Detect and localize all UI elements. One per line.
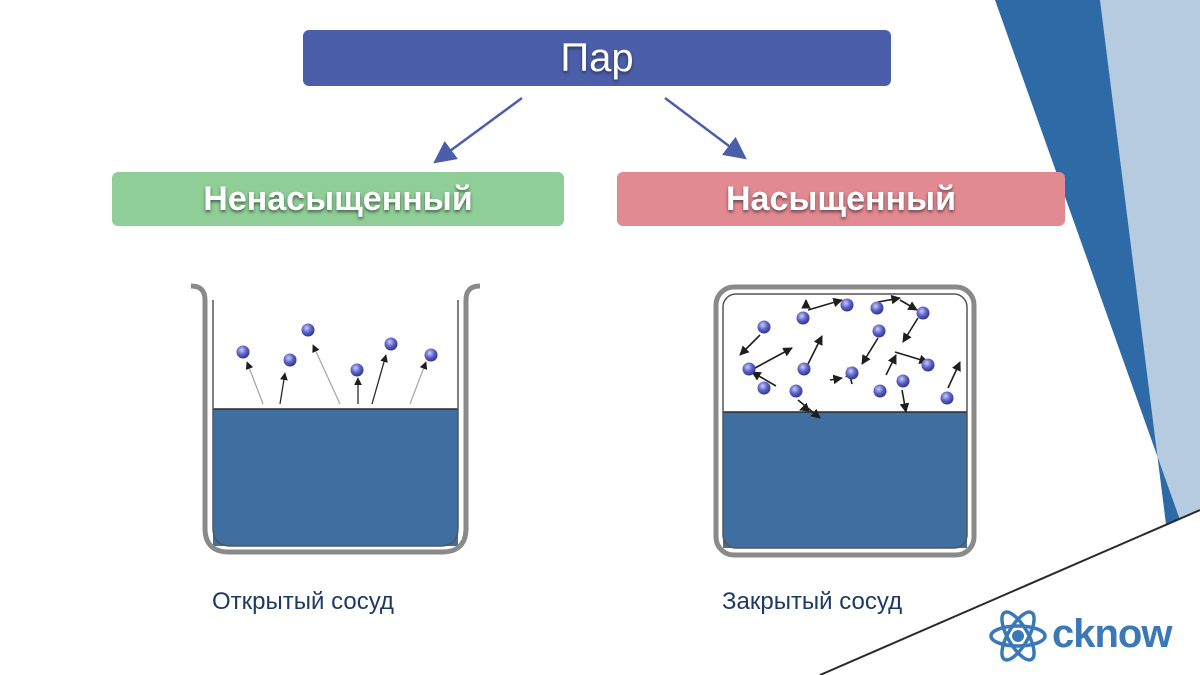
motion-arrow bbox=[799, 402, 810, 412]
closed-vessel-caption: Закрытый сосуд bbox=[722, 588, 903, 615]
motion-arrow bbox=[877, 294, 901, 305]
open-vessel-arrows bbox=[245, 344, 428, 405]
logo-part2: now bbox=[1094, 612, 1173, 656]
molecule bbox=[301, 323, 315, 337]
evap-arrow bbox=[371, 354, 388, 405]
open-vessel-wall-inner bbox=[212, 300, 459, 547]
molecule bbox=[742, 362, 756, 376]
molecule bbox=[872, 324, 886, 338]
title-label: Пар bbox=[560, 35, 634, 80]
evap-arrow bbox=[312, 344, 341, 405]
closed-vessel-arrows bbox=[739, 294, 961, 419]
molecule bbox=[921, 358, 935, 372]
unsaturated-box: Ненасыщенный bbox=[112, 172, 564, 226]
open-vessel-liquid bbox=[213, 409, 458, 546]
open-vessel-molecules bbox=[236, 323, 438, 377]
molecule bbox=[916, 306, 930, 320]
closed-vessel-liquid bbox=[723, 412, 967, 548]
molecule bbox=[896, 374, 910, 388]
closed-vessel bbox=[713, 284, 977, 558]
molecule bbox=[940, 391, 954, 405]
open-vessel-caption: Открытый сосуд bbox=[212, 588, 394, 615]
motion-arrow bbox=[754, 347, 793, 369]
molecule bbox=[384, 337, 398, 351]
molecule bbox=[840, 298, 854, 312]
saturated-box: Насыщенный bbox=[617, 172, 1065, 226]
logo-part1: ck bbox=[1052, 612, 1095, 656]
logo: cknow bbox=[1052, 612, 1173, 657]
molecule bbox=[870, 301, 884, 315]
motion-arrow bbox=[861, 337, 879, 365]
motion-arrow bbox=[899, 299, 918, 311]
motion-arrow bbox=[899, 389, 910, 413]
molecule bbox=[757, 320, 771, 334]
molecule bbox=[789, 384, 803, 398]
open-vessel bbox=[190, 283, 481, 555]
motion-arrow bbox=[902, 317, 919, 343]
band-dark bbox=[995, 0, 1185, 675]
closed-vessel-molecules bbox=[742, 298, 954, 405]
title-box: Пар bbox=[303, 30, 891, 86]
arrow-to-saturated bbox=[664, 97, 747, 160]
motion-arrow bbox=[751, 371, 777, 387]
motion-arrow bbox=[807, 297, 843, 311]
molecule bbox=[236, 345, 250, 359]
arrow-to-unsaturated bbox=[433, 96, 523, 164]
molecule bbox=[845, 366, 859, 380]
bottom-wedge-edge bbox=[819, 509, 1200, 675]
molecule bbox=[283, 353, 297, 367]
closed-vessel-wall-inner bbox=[722, 293, 968, 549]
molecule bbox=[350, 363, 364, 377]
molecule bbox=[796, 311, 810, 325]
open-vessel-wall-outer bbox=[190, 283, 481, 555]
evap-arrow bbox=[279, 372, 288, 405]
molecule bbox=[424, 348, 438, 362]
evap-arrow bbox=[409, 361, 428, 405]
unsaturated-label: Ненасыщенный bbox=[203, 179, 473, 218]
motion-arrow bbox=[885, 354, 897, 376]
motion-arrow bbox=[894, 351, 929, 365]
saturated-label: Насыщенный bbox=[725, 179, 956, 218]
atom-icon bbox=[989, 610, 1047, 662]
molecule bbox=[873, 384, 887, 398]
motion-arrow bbox=[829, 374, 843, 385]
molecule bbox=[757, 381, 771, 395]
motion-arrow bbox=[947, 361, 961, 389]
motion-arrow bbox=[739, 334, 761, 356]
molecule bbox=[797, 362, 811, 376]
evap-arrow bbox=[245, 361, 264, 405]
closed-vessel-wall-outer bbox=[713, 284, 977, 558]
